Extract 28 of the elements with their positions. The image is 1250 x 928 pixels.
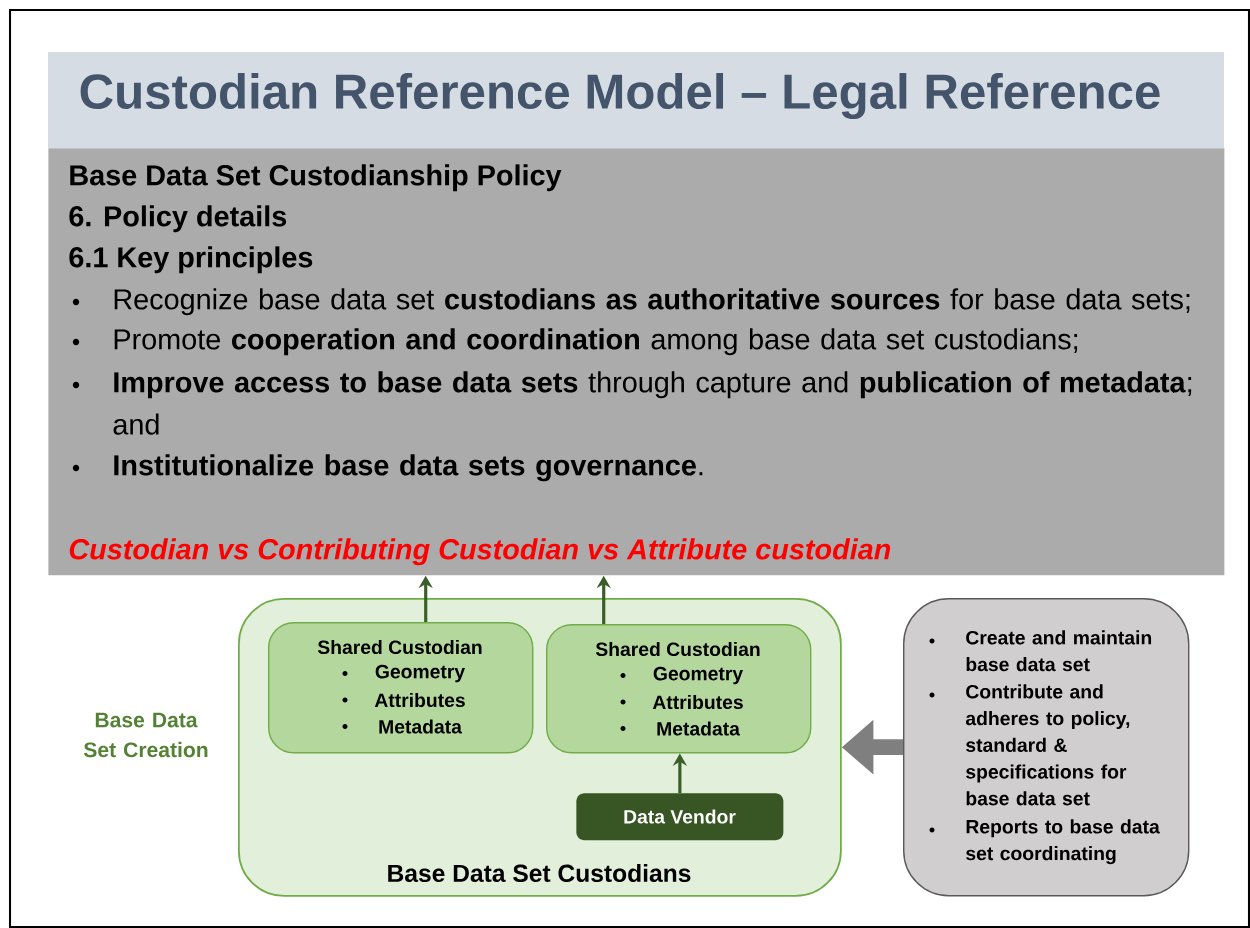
list-item: Metadata: [379, 719, 462, 734]
bullet-text: Reports to base data set coordinating: [966, 819, 1160, 865]
shared-custodian-box: [268, 622, 534, 754]
list-item: Metadata: [657, 721, 740, 736]
box-label: Data Vendor: [624, 809, 736, 824]
shared-custodian-box: [546, 624, 812, 754]
list-item: Geometry: [653, 666, 743, 685]
bullet-text: Promote cooperation and coordination among base data set custodians;: [114, 328, 1078, 356]
data-vendor-box: [576, 793, 784, 841]
box-heading: Shared Custodian: [595, 641, 760, 657]
responsibilities-box: [903, 598, 1190, 897]
box-heading: Base Data Set Custodians: [388, 863, 691, 883]
title: Custodian Reference Model – Legal Reference: [80, 73, 1160, 120]
bullet-text: Contribute and adheres to policy, standard & specifications for base data set: [965, 684, 1130, 806]
policy-heading: 6. Policy details: [69, 205, 287, 233]
policy-heading: Base Data Set Custodianship Policy: [70, 164, 562, 192]
box-heading: Shared Custodian: [317, 639, 482, 655]
policy-heading: 6.1 Key principles: [69, 246, 313, 274]
bullet-text: Create and maintain base data set: [966, 630, 1152, 672]
bullet-text: Institutionalize base data sets governance.: [114, 454, 703, 482]
policy-panel: [48, 148, 1225, 576]
list-item: Attributes: [652, 694, 743, 710]
bullet-text: Improve access to base data sets through capture and publication of metadata; and: [113, 371, 1192, 435]
list-item: Geometry: [375, 664, 465, 683]
bullet-text: Recognize base data set custodians as authoritative sources for base data sets;: [114, 288, 1190, 316]
side-label: Base Data Set Creation: [83, 712, 208, 758]
list-item: Attributes: [374, 692, 465, 708]
highlight-text: Custodian vs Contributing Custodian vs Attribute custodian: [69, 538, 891, 566]
